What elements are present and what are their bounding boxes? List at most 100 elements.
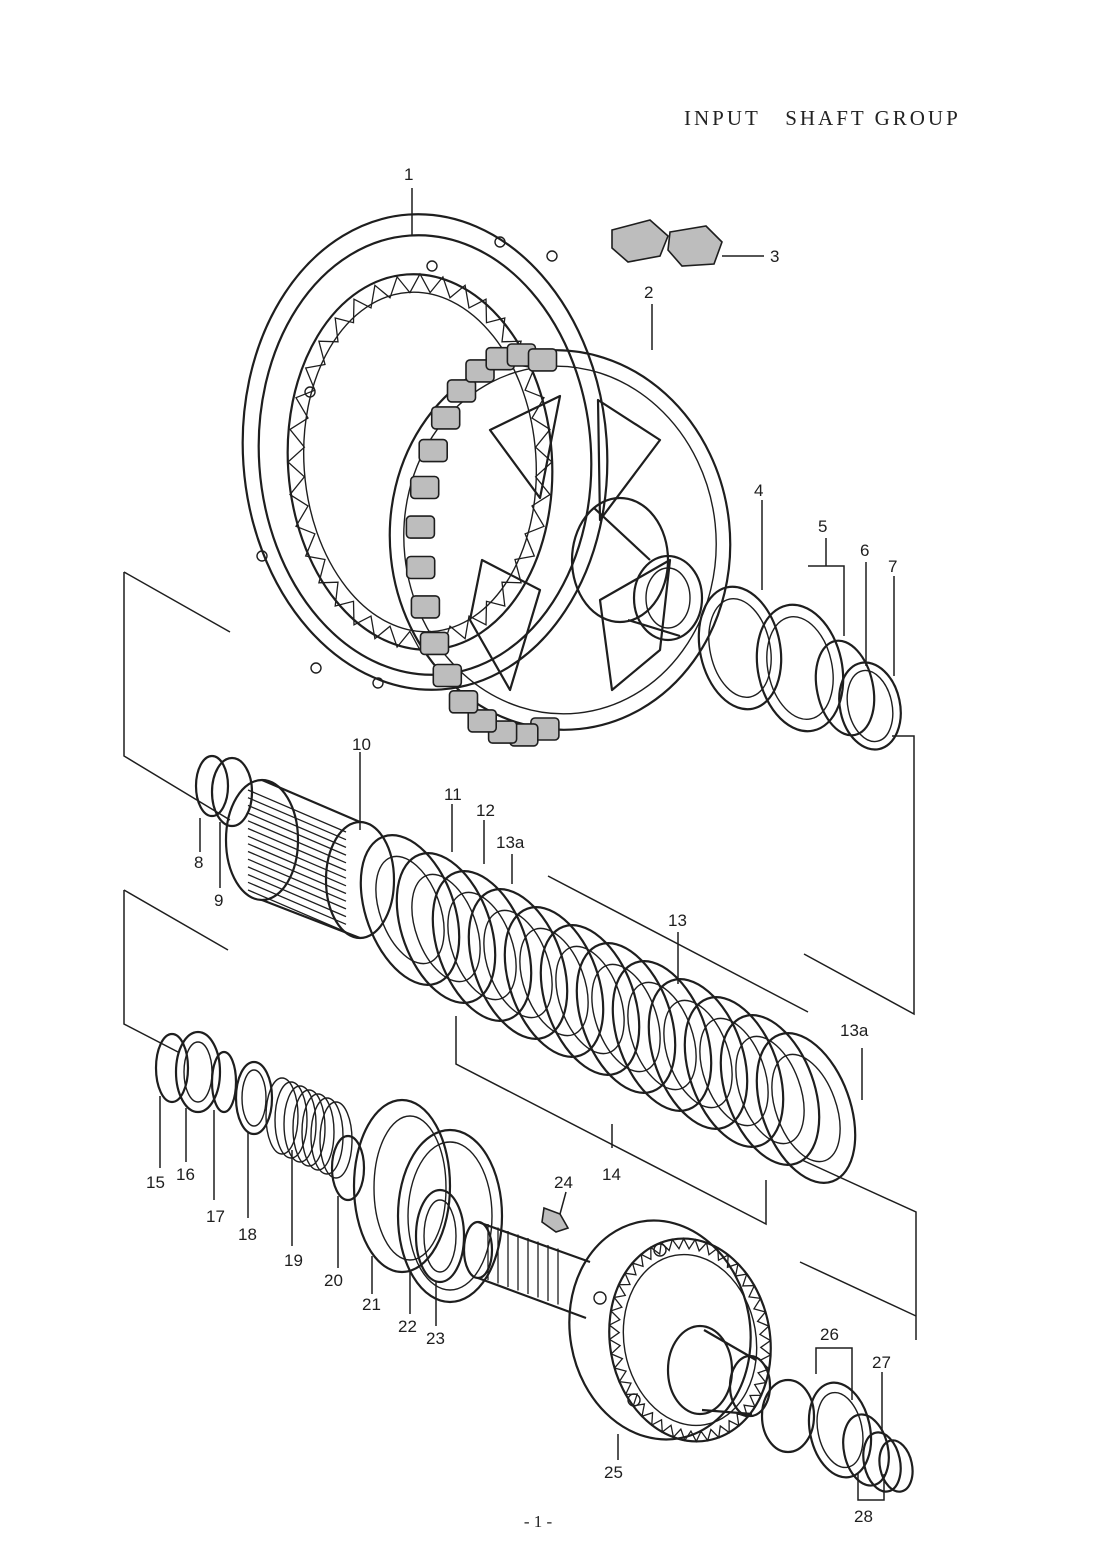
gear-hub-tooth (247, 850, 347, 895)
drum-gear-teeth (608, 1237, 772, 1443)
callout-3: 3 (770, 247, 779, 266)
carrier-part-2 (388, 343, 732, 747)
clutch-disc (755, 1032, 857, 1184)
clutch-disc-bore (735, 1035, 805, 1145)
clutch-disc-bore (375, 855, 445, 965)
clutch-disc-bore (411, 873, 481, 983)
gear-hub-tooth (247, 866, 347, 910)
clutch-disc-bore (627, 981, 697, 1091)
carrier-hub (570, 496, 704, 642)
spring-coil (274, 1081, 308, 1159)
carrier-friction-block (448, 689, 479, 714)
callout-13a-top: 13a (496, 833, 525, 852)
clutch-disc-bore (699, 1017, 769, 1127)
carrier-friction-block (527, 348, 558, 372)
callout-13a-right: 13a (840, 1021, 869, 1040)
gear-hub-tooth (247, 820, 347, 864)
callout-14: 14 (602, 1165, 621, 1184)
callout-10: 10 (352, 735, 371, 754)
carrier-friction-block (405, 555, 436, 580)
clutch-disc (719, 1014, 821, 1166)
callout-8: 8 (194, 853, 203, 872)
callout-2: 2 (644, 283, 653, 302)
clutch-disc (431, 870, 533, 1022)
clutch-disc-pack-parts-11-14 (359, 834, 857, 1184)
leader-lines (123, 188, 917, 1501)
callout-21: 21 (362, 1295, 381, 1314)
carrier-friction-block (467, 709, 498, 733)
spring-coil (292, 1089, 326, 1167)
gear-hub-tooth (247, 804, 347, 848)
clutch-disc (575, 942, 677, 1094)
callout-23: 23 (426, 1329, 445, 1348)
clutch-disc-bore (771, 1053, 841, 1163)
callout-15: 15 (146, 1173, 165, 1192)
callout-7: 7 (888, 557, 897, 576)
clutch-disc (395, 852, 497, 1004)
callout-4: 4 (754, 481, 763, 500)
carrier-friction-block (409, 475, 440, 500)
gear-hub-tooth (247, 835, 347, 879)
callout-20: 20 (324, 1271, 343, 1290)
carrier-friction-block (430, 406, 461, 430)
callout-labels: 1 2 3 4 5 6 7 8 9 10 11 12 13a 13 13a 14… (146, 165, 897, 1526)
carrier-friction-block (419, 631, 450, 656)
gear-hub-tooth (247, 827, 347, 872)
callout-18: 18 (238, 1225, 257, 1244)
callout-13: 13 (668, 911, 687, 930)
piston-group-parts-20-23 (330, 1098, 504, 1304)
page-title: INPUT SHAFT GROUP (684, 106, 961, 130)
clutch-disc (359, 834, 461, 986)
callout-26: 26 (820, 1325, 839, 1344)
spring-coil (310, 1097, 344, 1175)
clutch-disc (467, 888, 569, 1040)
clutch-disc (611, 960, 713, 1112)
gear-hub-tooth (247, 812, 347, 856)
spring-coil (265, 1077, 299, 1155)
carrier-friction-block (405, 515, 436, 539)
clutch-disc (647, 978, 749, 1130)
clutch-disc-bore (447, 891, 517, 1001)
carrier-friction-block (446, 379, 477, 403)
input-shaft-parts-24-25 (462, 1206, 772, 1443)
callout-5: 5 (818, 517, 827, 536)
page-number: - 1 - (523, 1512, 553, 1531)
gear-hub-tooth (247, 881, 347, 925)
callout-9: 9 (214, 891, 223, 910)
clutch-disc-bore (663, 999, 733, 1109)
callout-12: 12 (476, 801, 495, 820)
clutch-disc (503, 906, 605, 1058)
callout-27: 27 (872, 1353, 891, 1372)
ring-internal-teeth (287, 272, 553, 652)
spring-coil (301, 1093, 335, 1171)
callout-25: 25 (604, 1463, 623, 1482)
gear-hub-parts-8-10 (194, 754, 396, 940)
clutch-disc (683, 996, 785, 1148)
callout-1: 1 (404, 165, 413, 184)
carrier-friction-block (432, 663, 463, 688)
rings-and-spring-parts-15-19 (154, 1030, 353, 1179)
clutch-disc-bore (519, 927, 589, 1037)
callout-24: 24 (554, 1173, 573, 1192)
clutch-disc-bore (483, 909, 553, 1019)
gear-hub-tooth (247, 858, 347, 902)
gear-hub-tooth (247, 797, 347, 841)
friction-blocks-part-3 (611, 219, 723, 267)
bearing-set-parts-4-7 (697, 585, 902, 751)
callout-22: 22 (398, 1317, 417, 1336)
clutch-disc-bore (591, 963, 661, 1073)
callout-11: 11 (444, 785, 462, 804)
gear-hub-tooth (247, 843, 347, 887)
clutch-disc (539, 924, 641, 1076)
callout-16: 16 (176, 1165, 195, 1184)
end-bearing-parts-26-28 (760, 1378, 914, 1493)
callout-6: 6 (860, 541, 869, 560)
carrier-friction-block (418, 438, 449, 463)
callout-19: 19 (284, 1251, 303, 1270)
callout-17: 17 (206, 1207, 225, 1226)
clutch-disc-bore (555, 945, 625, 1055)
spring-coil (283, 1085, 317, 1163)
callout-28: 28 (854, 1507, 873, 1526)
gear-hub-tooth (247, 789, 347, 833)
